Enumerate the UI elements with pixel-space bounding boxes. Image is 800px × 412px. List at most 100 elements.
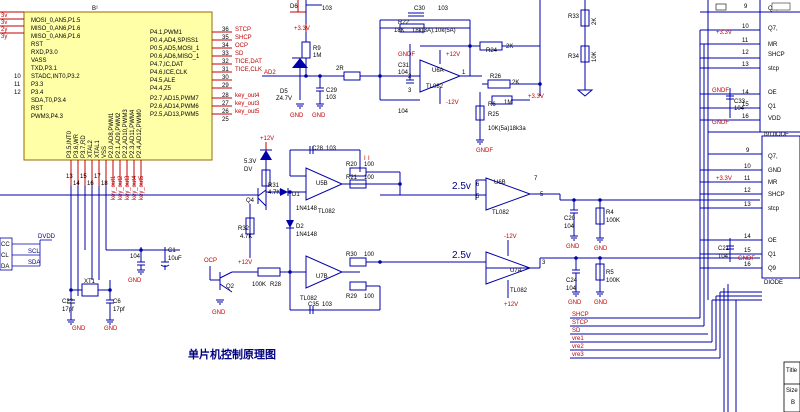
label-v25-2: 2.5v bbox=[452, 250, 471, 261]
ic-bot-pin-1: GND bbox=[768, 168, 782, 174]
mcu-left-pin-8: P3.3 bbox=[31, 82, 44, 88]
svg-text:3: 3 bbox=[408, 88, 412, 94]
title-block: Title Size B bbox=[783, 361, 800, 412]
label-r-2r: 2R bbox=[336, 66, 344, 72]
svg-text:3: 3 bbox=[542, 260, 546, 266]
mcu-right-num-1: 35 bbox=[222, 35, 229, 41]
ic-top-num-2: 11 bbox=[742, 38, 749, 44]
mcu-bottom-num-0: 13 bbox=[66, 174, 73, 180]
ic-right-bottom: Q7, GND MR SHCP stcp OE Q1 Q9 9 10 11 12… bbox=[700, 132, 800, 300]
label-r34-val: 10K bbox=[592, 51, 598, 62]
mcu-bottom-num-1: 14 bbox=[73, 181, 80, 187]
label-d5: D5 bbox=[280, 89, 288, 95]
gnd-label-3: GND bbox=[128, 278, 142, 284]
mcu-right-num-11: 25 bbox=[222, 117, 229, 123]
svg-text:key_out1: key_out1 bbox=[111, 175, 117, 200]
mcu-bottom-pin-5: VSS bbox=[102, 146, 108, 158]
ic-right-pin-7: VDD bbox=[768, 116, 781, 122]
mcu-right-num-4: 32 bbox=[222, 59, 229, 65]
label-r5-val: 100K bbox=[606, 278, 620, 284]
label-r5: R5 bbox=[606, 270, 614, 276]
mcu-bottom-pins: P3.5,INT0 P3.6,WR P3.7,RD XTAL2 XTAL1 VS… bbox=[66, 109, 145, 200]
label-diode-bottom: DIODE bbox=[764, 280, 783, 286]
diagram-caption: 单片机控制原理图 bbox=[188, 347, 276, 361]
ic-bot-num-6: 15 bbox=[744, 248, 751, 254]
svg-text:11: 11 bbox=[14, 82, 21, 88]
label-c20-val: 104 bbox=[564, 224, 575, 230]
bus-wires: SHCP STCP SD vre1 vre2 vre3 bbox=[570, 30, 762, 412]
vin-top-label: +3.3V bbox=[294, 26, 310, 32]
left-io-cl: CL bbox=[1, 253, 9, 259]
ic-bot-num-5: 14 bbox=[744, 234, 751, 240]
svg-text:key_out4: key_out4 bbox=[132, 175, 138, 200]
mcu-right-num-10: 26 bbox=[222, 109, 229, 115]
mcu-bottom-pin-9: P2.3,AD11,PWM4 bbox=[130, 109, 136, 158]
bus-label-vre2: vre2 bbox=[572, 344, 584, 350]
label-d1: D1 bbox=[292, 192, 300, 198]
label-c6-val: 17pf bbox=[113, 307, 125, 313]
junction-dots bbox=[69, 44, 602, 292]
label-c28: C28 bbox=[312, 146, 324, 152]
ic-right-pin-6: Q1 bbox=[768, 104, 777, 110]
u7a-opamp: 2.5v U7A TL082 -12V +12V 3 R5 100K C24 1… bbox=[452, 234, 760, 308]
label-c31-val: 104 bbox=[398, 70, 409, 76]
mcu-bottom-num-3: 16 bbox=[87, 181, 94, 187]
ic-bot-num-0: 9 bbox=[746, 148, 750, 154]
label-u6b: U6B bbox=[494, 180, 506, 186]
left-io-da: DA bbox=[1, 264, 9, 270]
gnd-label-1: GND bbox=[72, 326, 86, 332]
label-u7a: U7A bbox=[510, 268, 522, 274]
svg-text:10: 10 bbox=[14, 74, 21, 80]
net-ad2: AD2 bbox=[264, 70, 276, 76]
mcu-bottom-pin-4: XTAL1 bbox=[95, 139, 101, 158]
net-sd: SD bbox=[235, 51, 244, 57]
label-u6b-type: TL082 bbox=[492, 210, 510, 216]
svg-text:2: 2 bbox=[408, 74, 412, 80]
label-u5b-type: TL082 bbox=[318, 209, 336, 215]
r33-r34-divider: R33 R34 2K 10K bbox=[568, 0, 598, 97]
gnd-label-9: GND bbox=[594, 300, 608, 306]
label-r26-val: 2K bbox=[512, 80, 519, 86]
mcu-bottom-pin-3: XTAL2 bbox=[88, 139, 94, 158]
mcu-bottom-pin-10: P2.4,AD12,PWM0 bbox=[137, 109, 143, 158]
label-r30: R30 bbox=[346, 252, 358, 258]
label-c1-val: 10uF bbox=[168, 256, 182, 262]
svg-text:6: 6 bbox=[476, 182, 480, 188]
net-tice-clk: TICE,CLK bbox=[235, 67, 262, 73]
label-r4: R4 bbox=[606, 210, 614, 216]
svg-text:I: I bbox=[368, 156, 370, 162]
bus-label-vre1: vre1 bbox=[572, 336, 584, 342]
ic-top-num-4: 13 bbox=[742, 62, 749, 68]
mcu-left-pin-9: P3.4 bbox=[31, 90, 44, 96]
label-gndf-d: GNDF bbox=[712, 120, 729, 126]
label-r30-val: 100 bbox=[364, 252, 375, 258]
ic-top-num-6: 15 bbox=[742, 102, 749, 108]
label-r33-val: 2K bbox=[592, 18, 598, 25]
mcu-right-pins: P4.1,PWM1 P0.4,AD4,SPISS1 P0.5,AD5,MOSI_… bbox=[150, 27, 262, 123]
mcu-right-num-6: 30 bbox=[222, 75, 229, 81]
label-dv: DV bbox=[244, 167, 252, 173]
svg-text:I: I bbox=[364, 156, 366, 162]
mcu-bottom-pin-2: P3.7,RD bbox=[81, 135, 87, 158]
bus-label-sd: SD bbox=[572, 328, 581, 334]
mcu-left-pin-11: RST bbox=[31, 106, 43, 112]
mcu-bottom-pin-8: P2.2,AD10,PWM3 bbox=[123, 109, 129, 158]
svg-text:3y: 3y bbox=[1, 34, 7, 40]
label-q4: Q4 bbox=[246, 198, 255, 204]
label-r22-val: 18K bbox=[394, 28, 405, 34]
label-r6: R6 bbox=[488, 102, 496, 108]
ic-bot-pin-6: Q1 bbox=[768, 252, 777, 258]
mcu-right-num-7: 29 bbox=[222, 83, 229, 89]
label-c33-val: 104 bbox=[734, 106, 745, 112]
mcu-right-num-3: 33 bbox=[222, 51, 229, 57]
svg-text:1: 1 bbox=[462, 70, 466, 76]
label-r9: R9 bbox=[313, 46, 321, 52]
label-u7b-type: TL082 bbox=[300, 296, 318, 302]
gnd-label-10: GND bbox=[212, 310, 226, 316]
svg-text:5: 5 bbox=[540, 192, 544, 198]
label-r26: R26 bbox=[490, 74, 502, 80]
label-gndf-e: GNDF bbox=[738, 256, 755, 262]
net-dvdd: DVDD bbox=[38, 234, 56, 240]
svg-text:12: 12 bbox=[14, 90, 21, 96]
label-r32: R32 bbox=[238, 226, 250, 232]
